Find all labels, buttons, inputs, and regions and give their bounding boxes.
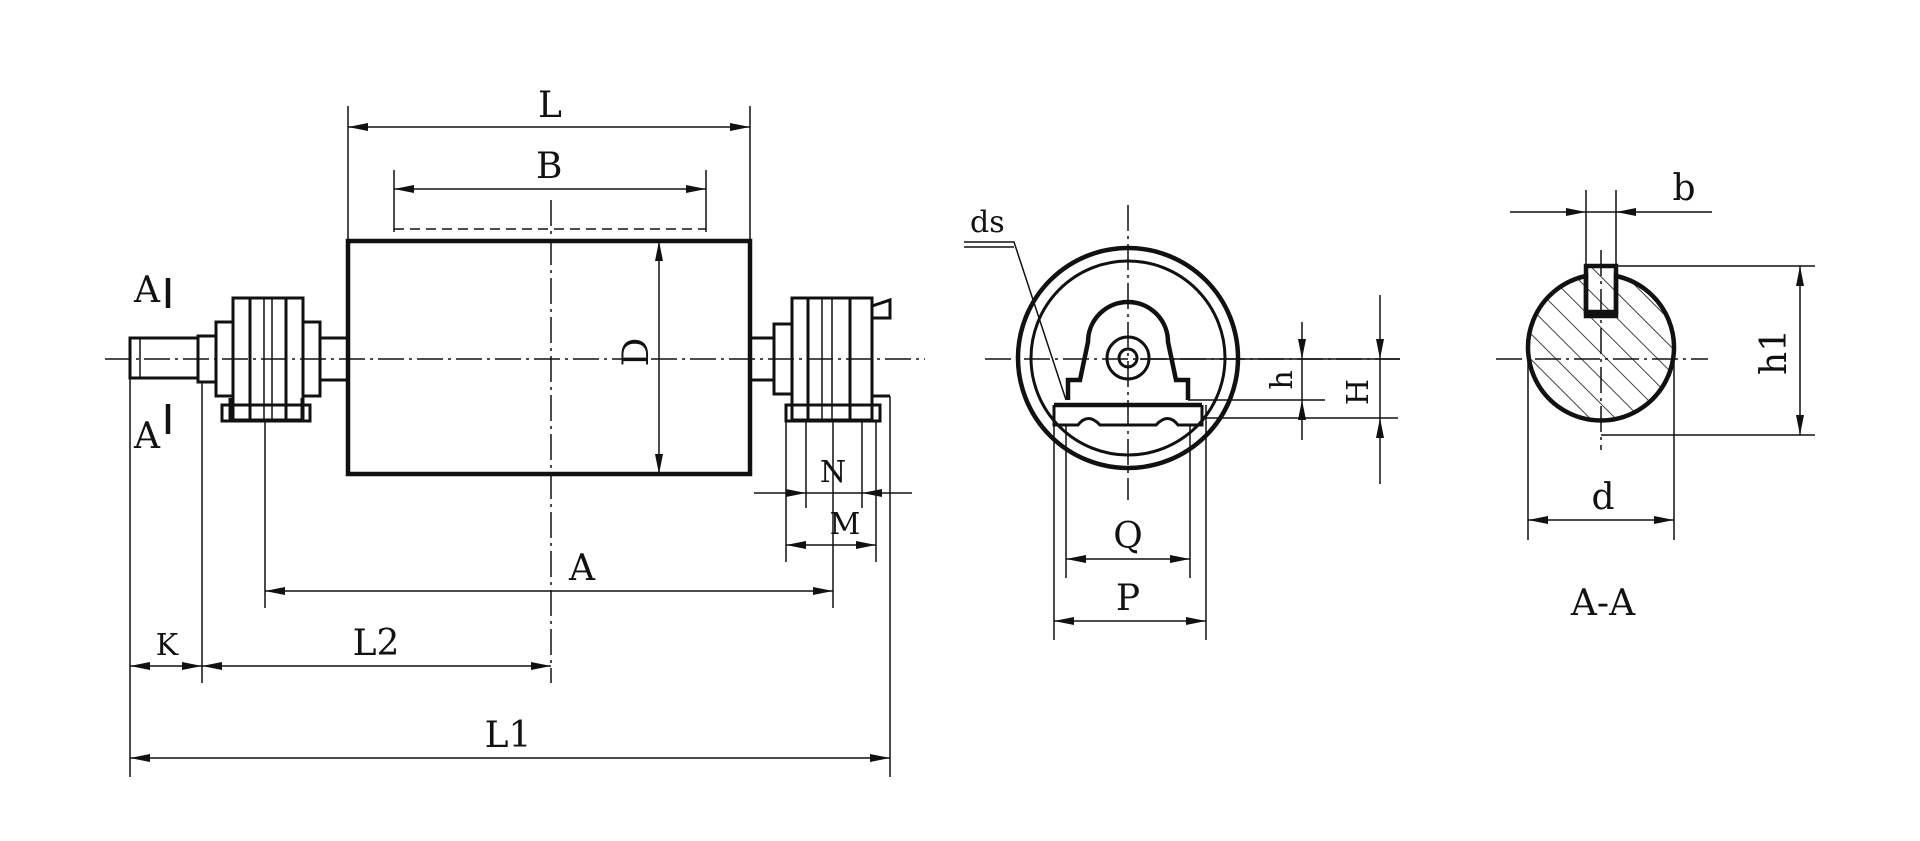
section-label-bottom: A — [133, 416, 161, 457]
bearing-housing — [1052, 299, 1204, 440]
section-title: A-A — [1570, 583, 1636, 624]
dim-label-B: B — [536, 146, 562, 187]
drum-inner-circle — [1029, 259, 1227, 457]
dim-label-K: K — [156, 628, 179, 663]
dim-label-A: A — [568, 548, 596, 589]
drum-body — [345, 238, 753, 477]
dim-label-L1: L1 — [485, 715, 532, 756]
dim-label-M: M — [830, 507, 861, 542]
dim-label-h1: h1 — [1754, 329, 1795, 375]
dim-label-ds: ds — [970, 205, 1005, 240]
dim-label-D: D — [616, 338, 657, 367]
side-view: ds h H Q P — [964, 205, 1400, 640]
dim-label-b: b — [1672, 168, 1695, 209]
section-a-a: b h1 d A-A — [1496, 168, 1815, 624]
dim-label-L2: L2 — [353, 623, 400, 664]
left-bearing-seat — [214, 296, 350, 423]
front-view: A A L B D N M A — [105, 85, 925, 777]
dim-label-H: H — [1341, 379, 1376, 405]
dim-label-N: N — [820, 455, 846, 490]
key — [1583, 263, 1619, 315]
dim-label-d: d — [1591, 477, 1614, 518]
dim-label-P: P — [1116, 578, 1140, 619]
drum-outer-circle — [1015, 245, 1241, 471]
dim-label-h: h — [1265, 370, 1300, 389]
dim-label-L: L — [538, 85, 562, 126]
dim-label-Q: Q — [1113, 516, 1143, 557]
shaft-section — [1525, 273, 1677, 423]
section-label-top: A — [133, 270, 161, 311]
ds-leader — [964, 241, 1067, 401]
